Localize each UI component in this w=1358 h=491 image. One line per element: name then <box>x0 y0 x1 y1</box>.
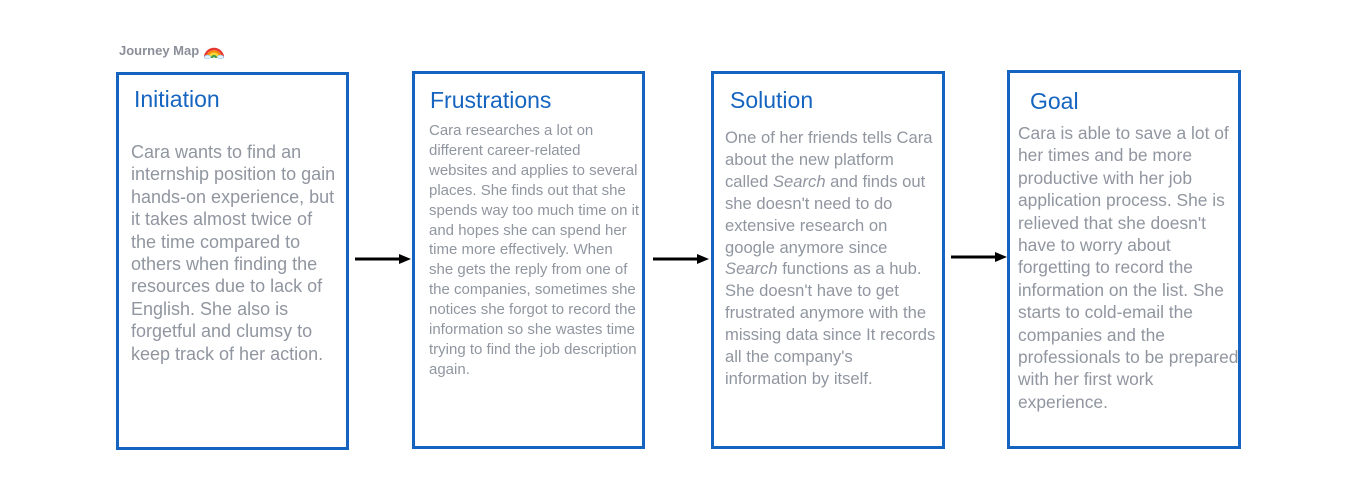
card-body-frustrations: Cara researches a lot on different caree… <box>429 121 641 380</box>
arrow-icon <box>653 254 709 264</box>
card-title-initiation: Initiation <box>134 86 220 112</box>
card-solution[interactable]: Solution One of her friends tells Cara a… <box>711 71 945 449</box>
card-body-goal-text: Cara is able to save a lot of her times … <box>1018 123 1239 412</box>
card-body-solution-text-1: One of her friends tells Cara about the … <box>725 128 933 191</box>
card-title-frustrations: Frustrations <box>430 87 552 113</box>
card-body-solution-text-2: and finds out she doesn't need to do ext… <box>725 171 926 257</box>
card-title-goal: Goal <box>1030 88 1079 114</box>
card-body-solution-product-name-2: Search <box>725 259 778 279</box>
card-frustrations[interactable]: Frustrations Cara researches a lot on di… <box>412 71 645 449</box>
card-initiation[interactable]: Initiation Cara wants to find an interns… <box>116 72 349 450</box>
card-body-solution-product-name-1: Search <box>772 171 826 191</box>
card-body-initiation-text: Cara wants to find an internship positio… <box>131 142 336 364</box>
card-body-goal: Cara is able to save a lot of her times … <box>1018 122 1240 413</box>
rainbow-icon <box>204 47 225 59</box>
board-label: Journey Map <box>119 42 225 59</box>
arrow-icon <box>355 254 411 264</box>
board-label-text: Journey Map <box>119 43 200 58</box>
card-body-frustrations-text: Cara researches a lot on different caree… <box>429 122 640 378</box>
card-body-solution: One of her friends tells Cara about the … <box>725 127 939 390</box>
card-body-solution-text-3: functions as a hub. She doesn't have to … <box>725 259 936 388</box>
card-body-initiation: Cara wants to find an internship positio… <box>131 141 336 365</box>
card-goal[interactable]: Goal Cara is able to save a lot of her t… <box>1007 70 1241 449</box>
arrow-icon <box>951 252 1007 262</box>
card-title-solution: Solution <box>730 87 814 113</box>
